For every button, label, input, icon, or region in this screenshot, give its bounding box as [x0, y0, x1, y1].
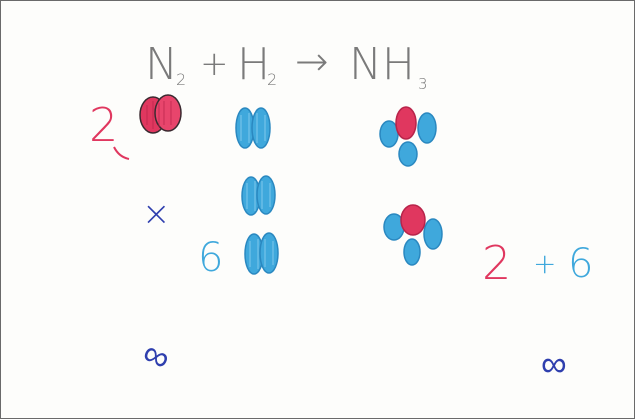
- hydrogen-atom: [398, 141, 418, 167]
- infinity-symbol-left: ∞: [136, 332, 177, 380]
- n2-group: 2: [89, 94, 182, 160]
- equation-h2-symbol: H: [237, 39, 270, 90]
- h2-coefficient: 6: [198, 235, 223, 281]
- hydrogen-atom: [251, 107, 271, 149]
- nitrogen-atom: [400, 204, 426, 236]
- nh3-molecule-1: [379, 106, 437, 167]
- h2-molecule-2: [241, 175, 276, 216]
- sum-plus-sign: +: [533, 247, 556, 280]
- hydrogen-atom: [403, 238, 421, 266]
- h2-molecule-3: [244, 232, 279, 275]
- sum-right-number: 6: [568, 241, 593, 287]
- hydrogen-atom: [417, 112, 437, 144]
- equation-n2-subscript: 2: [176, 70, 186, 89]
- n2-coefficient: 2: [89, 98, 118, 152]
- h2-shading: [240, 113, 266, 143]
- sum-left-number: 2: [482, 236, 511, 290]
- hydrogen-atom: [379, 120, 399, 148]
- equation-h2-subscript: 2: [267, 70, 277, 89]
- n2-shading: [146, 101, 172, 129]
- h2-shading: [246, 181, 271, 211]
- equation-nh3-symbol: NH: [349, 39, 415, 90]
- nitrogen-atom: [395, 106, 417, 140]
- hydrogen-atom: [259, 232, 279, 274]
- nh3-molecule-2: [383, 204, 443, 266]
- n2-molecule: [139, 94, 182, 134]
- equation-n2-symbol: N: [145, 39, 178, 90]
- h2-shading: [249, 239, 274, 269]
- equation-arrow: →: [295, 39, 329, 85]
- sum-annotation: 2 + 6: [482, 236, 593, 290]
- equation-plus-sign: +: [200, 44, 229, 84]
- equation-nh3-subscript: 3: [418, 75, 428, 93]
- hydrogen-atom: [423, 218, 443, 250]
- hydrogen-atom: [256, 175, 276, 215]
- multiplication-sign: ×: [142, 194, 171, 234]
- equation: N 2 + H 2 → NH 3: [145, 39, 428, 93]
- h2-molecule-1: [235, 107, 271, 149]
- nitrogen-atom-right: [154, 94, 182, 132]
- infinity-symbol-right: ∞: [541, 344, 567, 385]
- n2-coefficient-tail: [113, 146, 130, 160]
